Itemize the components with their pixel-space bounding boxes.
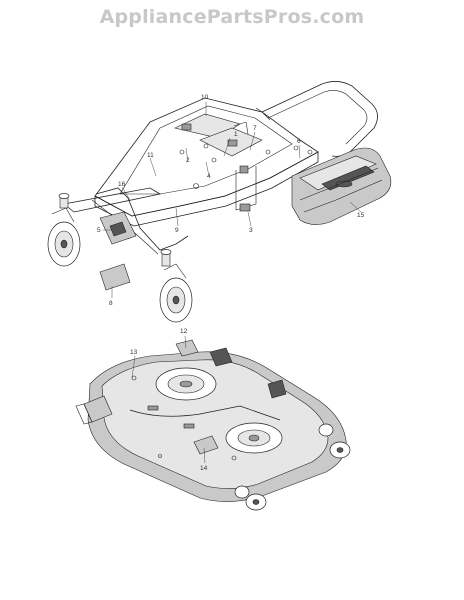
front-caster-wheels <box>47 207 193 323</box>
callout-9: 9 <box>175 227 179 234</box>
callout-4: 4 <box>207 173 211 180</box>
callout-16: 16 <box>118 181 126 188</box>
callout-13: 13 <box>130 349 138 356</box>
callout-5: 5 <box>97 227 101 234</box>
callout-2: 2 <box>186 157 190 164</box>
callout-1: 1 <box>234 131 238 138</box>
callout-labels: 10 1 7 2 4 11 16 9 6 3 5 8 15 12 13 14 <box>97 94 365 472</box>
frame-assembly <box>58 81 378 267</box>
watermark-text: AppliancePartsPros.com <box>99 6 365 28</box>
mower-deck <box>75 339 347 502</box>
deck-gauge-wheels <box>234 423 351 511</box>
callout-8: 8 <box>109 300 113 307</box>
callout-15: 15 <box>357 212 365 219</box>
callout-12: 12 <box>180 328 188 335</box>
leader-lines <box>103 102 362 464</box>
decal-label <box>99 263 131 291</box>
callout-11: 11 <box>147 152 154 159</box>
rear-shroud <box>291 147 392 225</box>
callout-7: 7 <box>253 125 257 132</box>
callout-10: 10 <box>201 94 209 101</box>
callout-6: 6 <box>297 138 301 145</box>
callout-14: 14 <box>200 465 208 472</box>
callout-3: 3 <box>249 227 253 234</box>
